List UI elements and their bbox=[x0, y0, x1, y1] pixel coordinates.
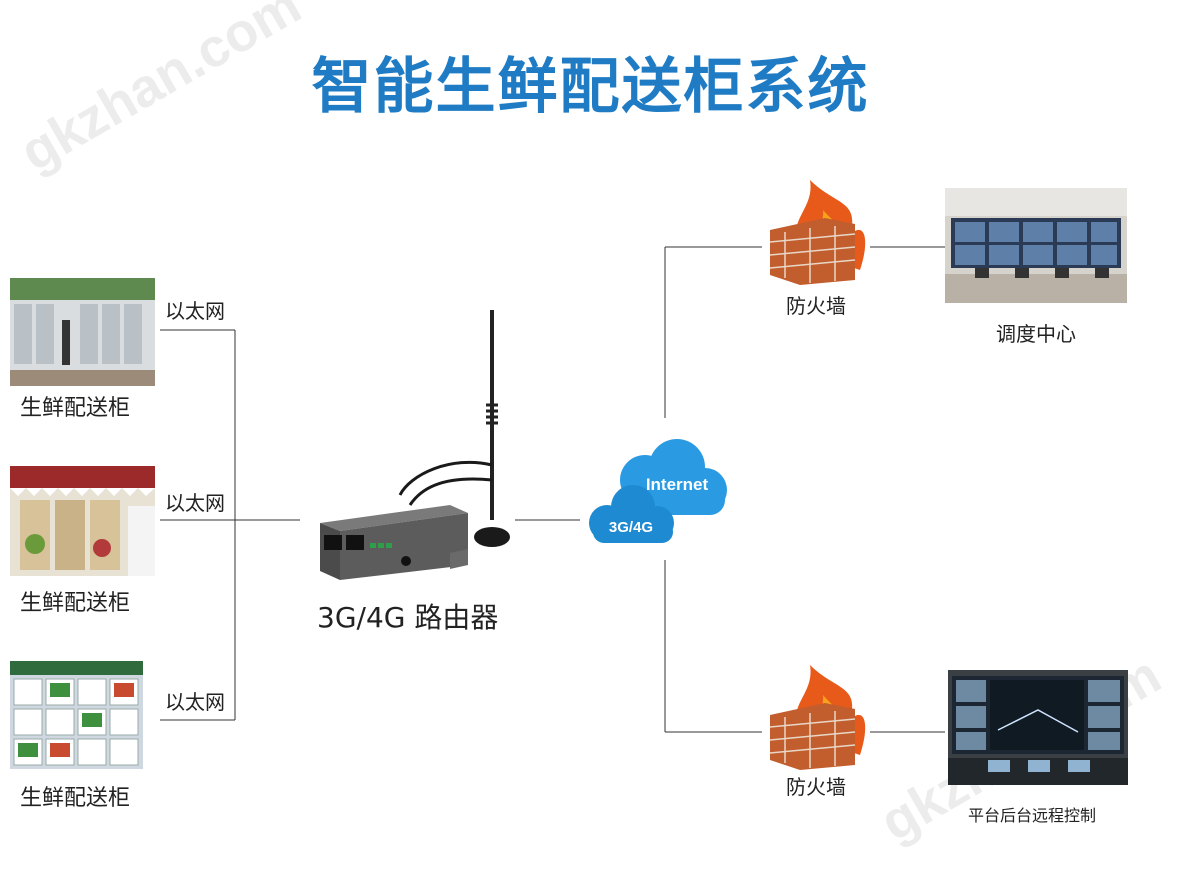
router-device bbox=[300, 305, 520, 595]
ethernet-label-1: 以太网 bbox=[165, 299, 225, 323]
cloud-3g4g-text: 3G/4G bbox=[609, 519, 653, 536]
router-label: 3G/4G 路由器 bbox=[317, 601, 499, 634]
firewall-label-1: 防火墙 bbox=[786, 294, 846, 318]
cloud-internet-text: Internet bbox=[646, 475, 709, 494]
ethernet-label-3: 以太网 bbox=[165, 690, 225, 714]
page-title: 智能生鲜配送柜系统 bbox=[311, 52, 870, 122]
locker-label-2: 生鲜配送柜 bbox=[20, 591, 131, 616]
ethernet-label-2: 以太网 bbox=[165, 491, 225, 515]
internet-cloud: Internet 3G/4G bbox=[585, 435, 735, 550]
locker-photo-3 bbox=[10, 661, 143, 769]
remote-platform-photo bbox=[948, 670, 1128, 785]
locker-label-1: 生鲜配送柜 bbox=[20, 396, 131, 421]
dispatch-center-label: 调度中心 bbox=[996, 322, 1076, 346]
locker-photo-2 bbox=[10, 466, 155, 576]
firewall-label-2: 防火墙 bbox=[786, 775, 846, 799]
firewall-icon-2 bbox=[765, 665, 875, 770]
firewall-icon-1 bbox=[765, 180, 875, 285]
dispatch-center-photo bbox=[945, 188, 1127, 303]
remote-platform-label: 平台后台远程控制 bbox=[968, 806, 1097, 825]
locker-label-3: 生鲜配送柜 bbox=[20, 786, 131, 811]
locker-photo-1 bbox=[10, 278, 155, 386]
